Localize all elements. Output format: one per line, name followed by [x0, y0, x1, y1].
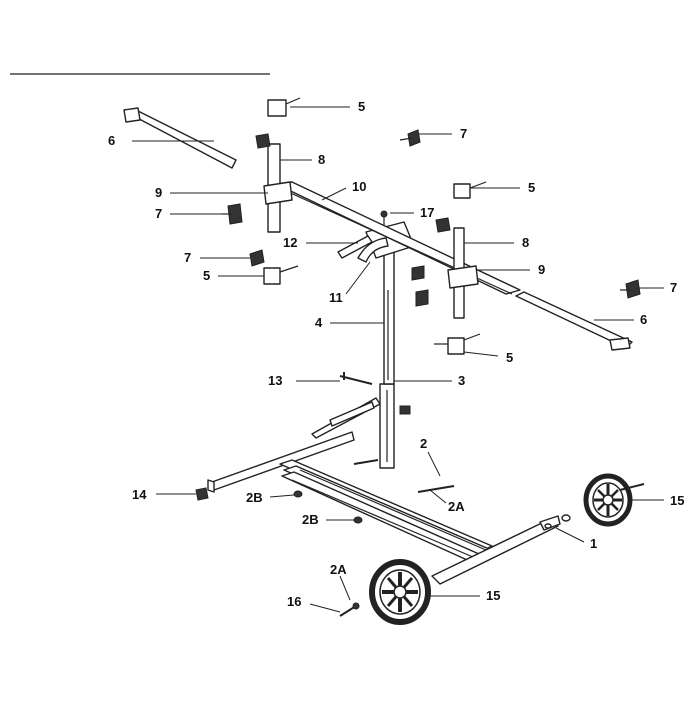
- nut-2b-right: [561, 514, 571, 522]
- callout-14: 14: [132, 487, 147, 502]
- callout-4: 4: [315, 315, 323, 330]
- callouts: 5 6 7 8 9 10 5 7 17 12 8 7 5: [108, 99, 684, 613]
- callout-5b: 5: [528, 180, 535, 195]
- callout-9b: 9: [538, 262, 545, 277]
- callout-16: 16: [287, 594, 301, 609]
- callout-12: 12: [283, 235, 297, 250]
- bolt-13: [339, 372, 373, 385]
- cross-bar: [275, 181, 521, 295]
- callout-5d: 5: [506, 350, 513, 365]
- left-arm: [123, 107, 237, 169]
- callout-2: 2: [420, 436, 427, 451]
- clamp-5c: [263, 265, 299, 285]
- knobs: [222, 129, 641, 307]
- callout-2a: 2A: [448, 499, 465, 514]
- callout-6b: 6: [640, 312, 647, 327]
- upper-column: [383, 247, 395, 385]
- bolt-16: [339, 602, 360, 617]
- base-frame: [207, 397, 561, 585]
- callout-11: 11: [329, 290, 343, 305]
- callout-13: 13: [268, 373, 282, 388]
- callout-6a: 6: [108, 133, 115, 148]
- callout-2ba: 2B: [246, 490, 263, 505]
- clamp-5d: [434, 333, 481, 355]
- nut-2b-a: [293, 490, 303, 498]
- right-upright: [447, 227, 479, 319]
- callout-3: 3: [458, 373, 465, 388]
- wheel-back: [583, 473, 633, 527]
- callout-8a: 8: [318, 152, 325, 167]
- clamp-5a: [267, 97, 301, 117]
- wheel-front: [369, 559, 431, 625]
- callout-5c: 5: [203, 268, 210, 283]
- callout-7c: 7: [184, 250, 191, 265]
- callout-1: 1: [590, 536, 597, 551]
- end-cap-14: [195, 487, 209, 501]
- right-arm: [515, 291, 633, 351]
- left-upright: [263, 143, 293, 233]
- callout-10: 10: [352, 179, 366, 194]
- callout-8b: 8: [522, 235, 529, 250]
- callout-15a: 15: [670, 493, 684, 508]
- axle-bolt-right: [619, 483, 645, 491]
- callout-5a: 5: [358, 99, 365, 114]
- callout-15b: 15: [486, 588, 500, 603]
- lower-column: [379, 383, 411, 469]
- callout-9a: 9: [155, 185, 162, 200]
- callout-17: 17: [420, 205, 434, 220]
- nut-2b-b: [353, 516, 363, 524]
- callout-7d: 7: [670, 280, 677, 295]
- callout-2ab: 2A: [330, 562, 347, 577]
- clamp-5b: [453, 181, 487, 199]
- bolt-2: [353, 459, 455, 493]
- callout-7b: 7: [155, 206, 162, 221]
- callout-2bb: 2B: [302, 512, 319, 527]
- callout-7a: 7: [460, 126, 467, 141]
